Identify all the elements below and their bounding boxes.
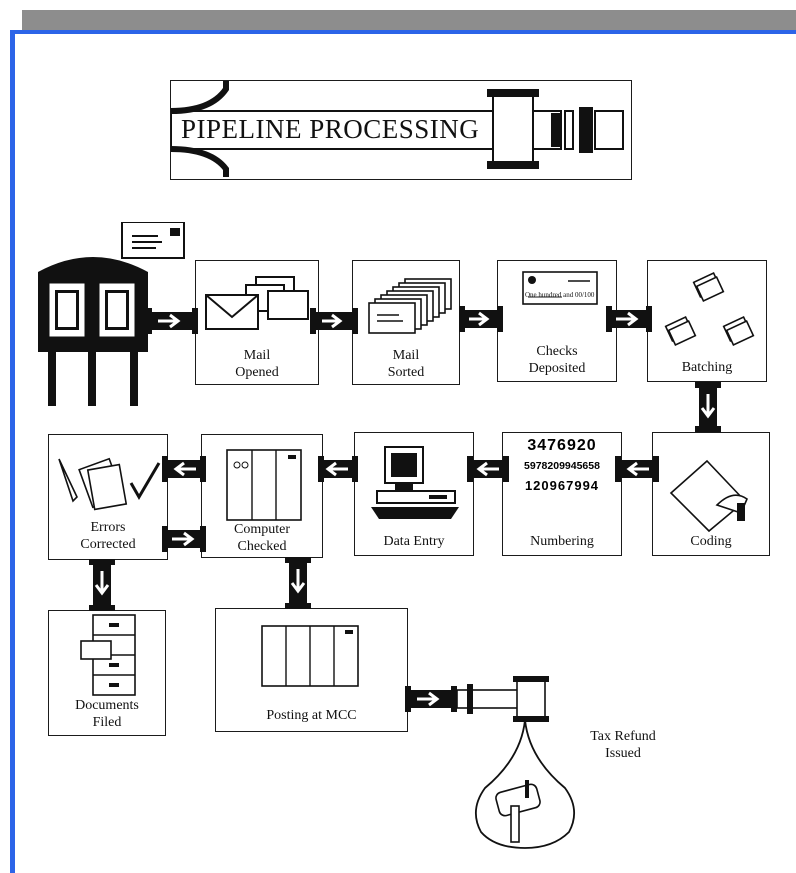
file-cabinet-icon [80,614,136,696]
connector-right-3 [459,306,503,332]
number-line-2: 5978209945658 [524,460,600,472]
connector-down-1 [695,382,721,432]
coding-document-icon [669,459,748,533]
step-label: Data Entry [383,534,445,549]
connector-right-2 [310,308,358,334]
step-label: Coding [690,534,732,549]
step-label: Batching [681,360,733,375]
top-bar [22,10,796,30]
step-label: Checks Deposited [528,344,586,376]
sorted-mail-icon [368,278,452,334]
step-computer-checked: Computer Checked [201,434,323,558]
step-label: Mail Sorted [387,348,425,380]
step-checks-deposited: One hundred and 00/100 Checks Deposited [497,260,617,382]
check-amount-words: One hundred and 00/100 [525,291,595,299]
step-label-tax-refund: Tax Refund Issued [590,729,656,761]
step-documents-filed: Documents Filed [48,610,166,736]
step-batching: Batching [647,260,767,382]
connector-right-5 [162,526,206,552]
batches-icon [664,272,755,346]
step-label: Mail Opened [235,348,279,380]
step-mail-opened: Mail Opened [195,260,319,385]
refund-drop-icon [475,719,575,849]
frame-left-border [10,30,15,873]
envelopes-icon [205,276,309,330]
step-errors-corrected: Errors Corrected [48,434,168,560]
step-label: Computer Checked [234,522,290,554]
connector-left-4 [162,456,206,482]
connector-left-1 [615,456,659,482]
number-line-1: 3476920 [527,437,597,454]
connector-right-4 [606,306,652,332]
output-pipe [405,676,549,722]
mailbox-icon [38,222,185,406]
frame-top-border [10,30,796,34]
connector-down-3 [285,557,311,609]
corrected-documents-icon [58,457,161,511]
title-banner: PIPELINE PROCESSING [170,80,632,180]
check-icon [522,271,598,305]
posting-mainframe-icon [261,625,359,687]
connector-left-3 [318,456,358,482]
connector-down-2 [89,559,115,611]
mainframe-icon [226,449,302,521]
step-data-entry: Data Entry [354,432,474,556]
step-posting-at-mcc: Posting at MCC [215,608,408,732]
title-pipe-graphic [171,81,624,177]
step-label: Errors Corrected [80,520,136,552]
step-mail-sorted: Mail Sorted [352,260,460,385]
number-line-3: 120967994 [524,478,600,493]
connector-left-2 [467,456,509,482]
step-label: Numbering [530,534,594,549]
step-label: Posting at MCC [266,708,357,723]
step-coding: Coding [652,432,770,556]
computer-terminal-icon [371,446,459,519]
connector-right-1 [146,308,198,334]
step-label: Documents Filed [75,698,139,730]
page-title: PIPELINE PROCESSING [179,114,482,145]
step-numbering: 3476920 5978209945658 120967994 Numberin… [502,432,622,556]
